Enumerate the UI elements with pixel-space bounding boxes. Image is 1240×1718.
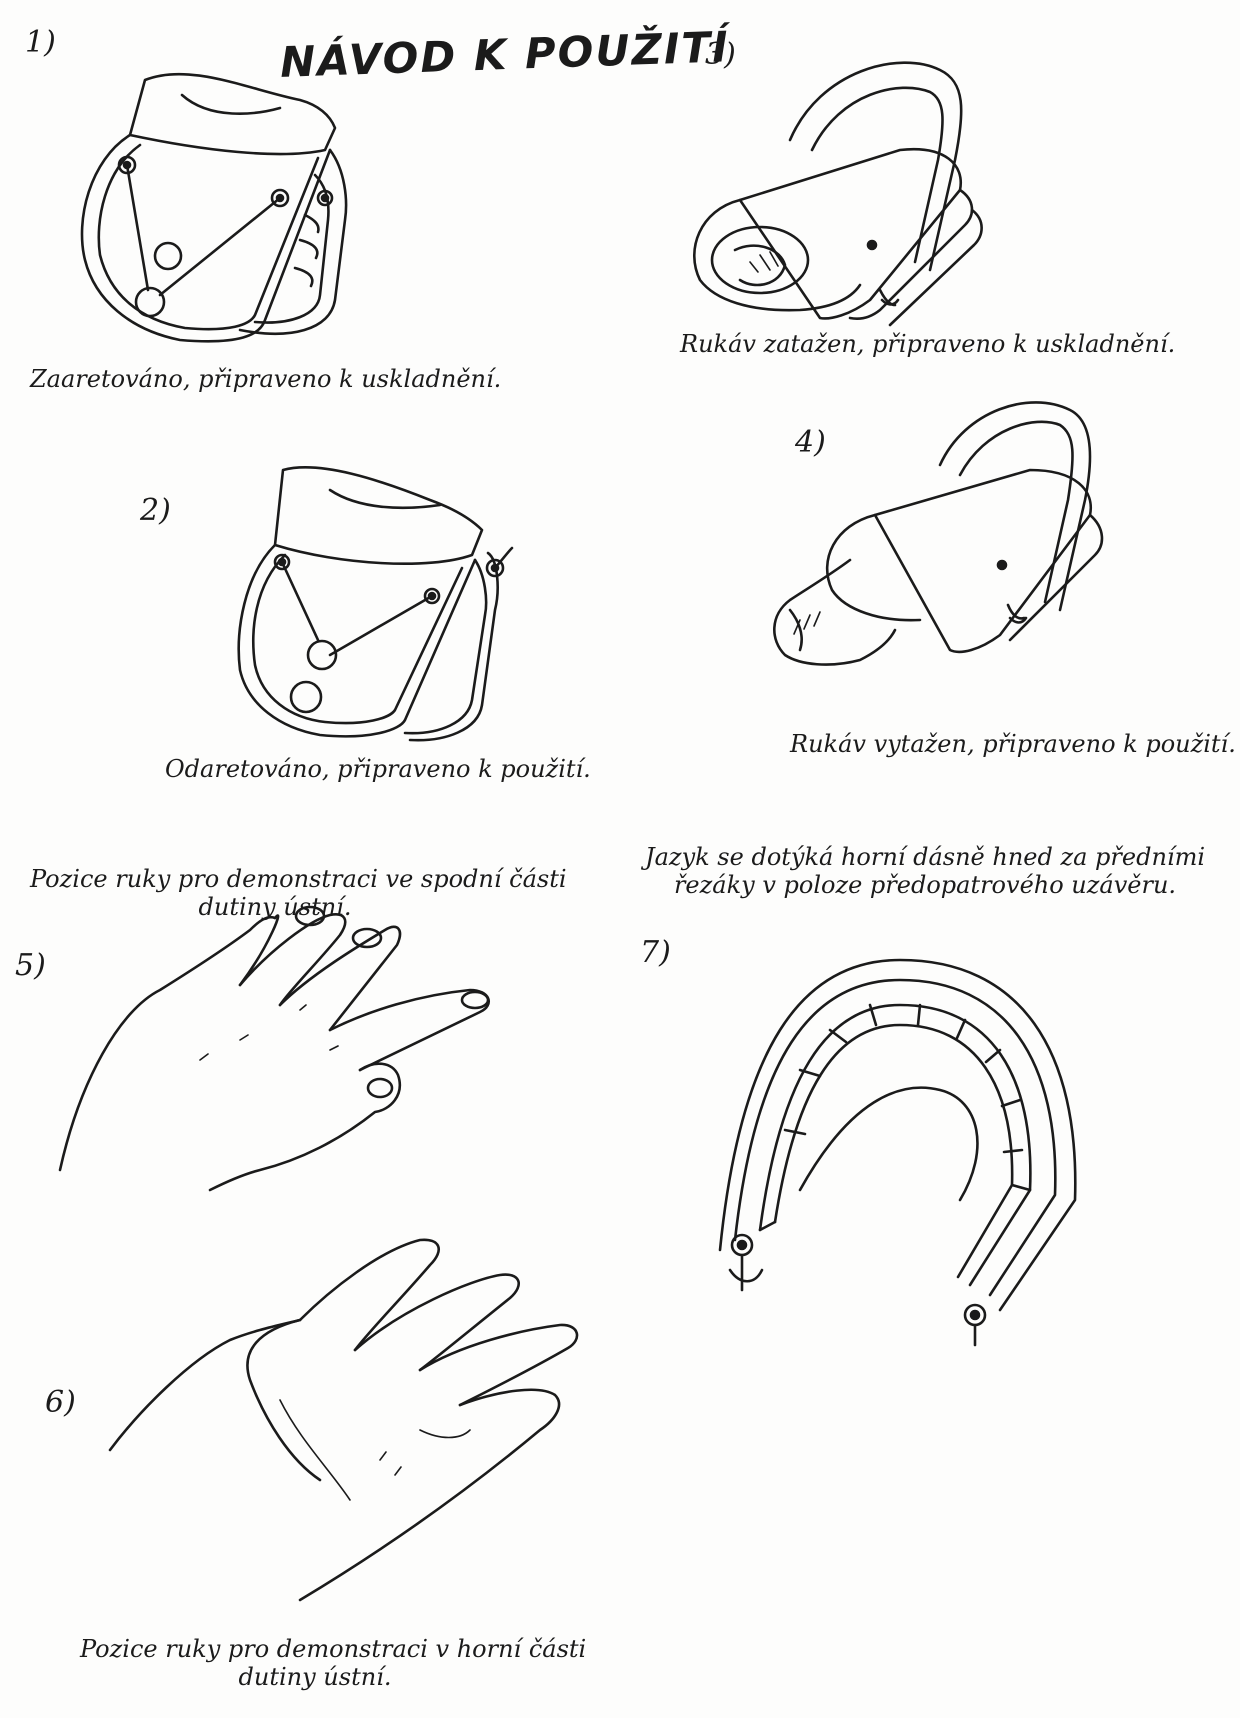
step-5-caption-line-1: Pozice ruky pro demonstraci ve spodní čá… <box>30 865 567 893</box>
step-7-caption-line-1: Jazyk se dotýká horní dásně hned za před… <box>645 843 1206 871</box>
step-3-caption: Rukáv zatažen, připraveno k uskladnění. <box>680 330 1176 358</box>
hand-upper-position-illustration <box>108 1238 579 1602</box>
step-3-number: 3) <box>705 37 736 72</box>
step-4-caption: Rukáv vytažen, připraveno k použití. <box>790 730 1236 758</box>
step-6-caption-line-2: dutiny ústní. <box>238 1663 392 1691</box>
step-2-number: 2) <box>140 493 171 528</box>
step-7-caption-line-2: řezáky v poloze předopatrového uzávěru. <box>673 871 1177 899</box>
step-7-number: 7) <box>640 935 671 970</box>
step-4-number: 4) <box>795 425 826 460</box>
step-5-caption-line-2: dutiny ústní. <box>198 893 352 921</box>
step-5-caption: Pozice ruky pro demonstraci ve spodní čá… <box>30 865 567 921</box>
step-5-number: 5) <box>15 948 46 983</box>
device-unlocked-illustration <box>237 466 514 742</box>
step-1-caption: Zaaretováno, připraveno k uskladnění. <box>30 365 502 393</box>
step-6-number: 6) <box>45 1385 76 1420</box>
sleeve-extended-illustration <box>773 401 1104 666</box>
sleeve-retracted-illustration <box>693 61 983 327</box>
step-7-caption: Jazyk se dotýká horní dásně hned za před… <box>645 843 1205 899</box>
step-6-caption: Pozice ruky pro demonstraci v horní část… <box>80 1635 587 1691</box>
hand-lower-position-illustration <box>58 905 490 1192</box>
device-locked-illustration <box>80 72 348 343</box>
step-1-number: 1) <box>25 25 56 60</box>
step-6-caption-line-1: Pozice ruky pro demonstraci v horní část… <box>80 1635 587 1663</box>
dental-arch-illustration <box>718 958 1077 1347</box>
step-2-caption: Odaretováno, připraveno k použití. <box>165 755 591 783</box>
